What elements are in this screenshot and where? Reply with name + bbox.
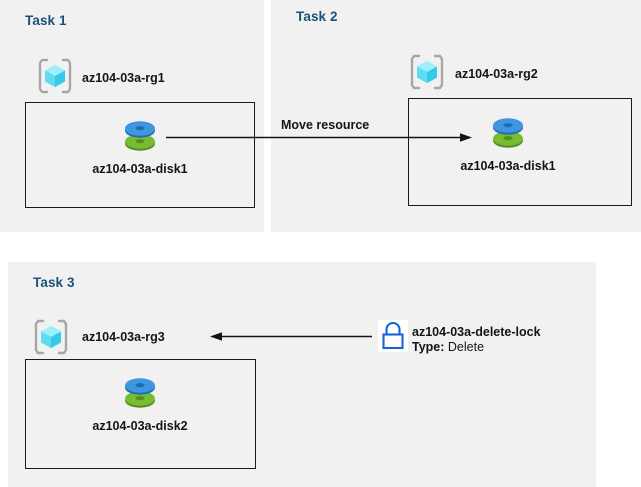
- lock-applies-arrow: [209, 328, 374, 346]
- panel-title-task-2: Task 2: [296, 9, 338, 24]
- resource-group-icon: [36, 57, 74, 95]
- resource-group-icon: [32, 318, 70, 356]
- resource-group-boundary-task-3: [25, 359, 256, 469]
- managed-disk-icon: [122, 117, 158, 157]
- panel-task-2: [271, 0, 641, 232]
- lock-type-value-text: Delete: [447, 340, 485, 354]
- resource-group-label-task-3: az104-03a-rg3: [82, 330, 165, 344]
- panel-title-task-1: Task 1: [25, 13, 67, 28]
- managed-disk-icon: [122, 374, 158, 414]
- panel-title-task-3: Task 3: [33, 275, 75, 290]
- move-resource-arrow: [166, 128, 476, 148]
- lock-name: az104-03a-delete-lock: [412, 325, 541, 339]
- managed-disk-icon: [490, 114, 526, 154]
- lock-details: az104-03a-delete-lock Type: Delete: [412, 325, 541, 355]
- resource-label-task-3: az104-03a-disk2: [92, 419, 188, 433]
- lock-type-row: Type: Delete: [412, 340, 541, 355]
- resource-group-boundary-task-1: [25, 102, 255, 208]
- resource-group-label-task-2: az104-03a-rg2: [455, 67, 538, 81]
- lock-type-key: Type:: [412, 340, 445, 354]
- resource-group-icon: [408, 53, 446, 91]
- panel-task-3: [8, 262, 596, 487]
- panel-task-1: [0, 0, 264, 232]
- resource-group-label-task-1: az104-03a-rg1: [82, 71, 165, 85]
- resource-label-task-2: az104-03a-disk1: [460, 159, 556, 173]
- resource-label-task-1: az104-03a-disk1: [92, 162, 188, 176]
- move-resource-arrow-label: Move resource: [281, 118, 370, 132]
- lock-icon: [378, 320, 408, 352]
- resource-group-boundary-task-2: [408, 98, 632, 206]
